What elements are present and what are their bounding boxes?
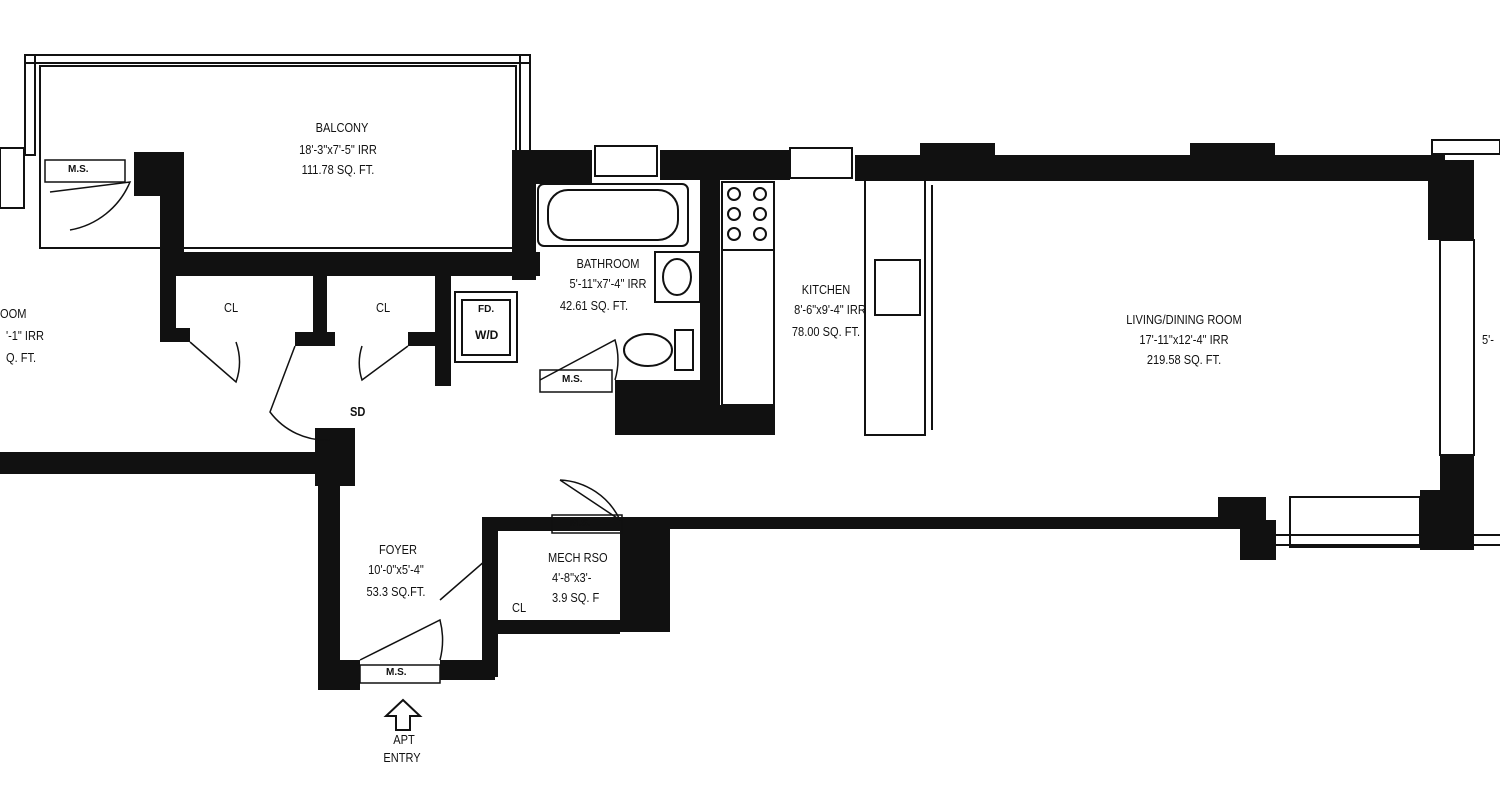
living-area: 219.58 SQ. FT. [1146,352,1222,367]
bathroom-area: 42.61 SQ. FT. [559,298,629,313]
kitchen-area: 78.00 SQ. FT. [791,324,861,339]
balcony-area: 111.78 SQ. FT. [301,162,375,177]
ms-boxes [44,159,623,684]
closet-label-3: CL [512,600,527,615]
sink-icon [654,251,701,303]
kitchen-name: KITCHEN [801,282,851,297]
closet-label-1: CL [224,300,239,315]
windows [594,139,1500,548]
mech-dims: 4'-8"x3'- [552,570,592,585]
toilet-icon [674,329,694,371]
ms-label-bath: M.S. [562,374,583,385]
exterior-walls [0,54,1474,690]
balcony-name: BALCONY [315,120,369,135]
foyer-name: FOYER [378,542,418,557]
right-room-dims: 5'- [1482,332,1494,347]
closet-label-2: CL [376,300,391,315]
sd-label: SD [350,404,366,419]
bathroom-name: BATHROOM [576,256,640,271]
entry-label-2: ENTRY [383,750,421,765]
fd-label: FD. [478,304,495,315]
living-dims: 17'-11"x12'-4" IRR [1139,332,1229,347]
foyer-dims: 10'-0"x5'-4" [368,562,424,577]
mech-name: MECH RSO [548,550,608,565]
fixtures [39,65,933,436]
balcony-dims: 18'-3"x7'-5" IRR [299,142,377,157]
door-swings [49,181,622,661]
living-name: LIVING/DINING ROOM [1126,312,1242,327]
entry-arrow [383,698,423,731]
entry-label-1: APT [393,732,415,747]
wd-label: W/D [475,328,499,342]
ms-label-mech: M.S. [570,518,591,529]
kitchen-sink-icon [874,259,921,316]
ms-label-balcony: M.S. [68,164,89,175]
washer-dryer-icon [454,291,518,363]
kitchen-counter [864,179,926,436]
ms-label-entry: M.S. [386,667,407,678]
kitchen-dims: 8'-6"x9'-4" IRR [794,302,866,317]
mech-area: 3.9 SQ. F [552,590,600,605]
bathroom-dims: 5'-11"x7'-4" IRR [569,276,647,291]
bedroom-dims: '-1" IRR [6,328,44,343]
bedroom-area: Q. FT. [6,350,37,365]
bathtub-icon [537,183,689,247]
foyer-area: 53.3 SQ.FT. [366,584,426,599]
bedroom-name: OOM [0,306,27,321]
